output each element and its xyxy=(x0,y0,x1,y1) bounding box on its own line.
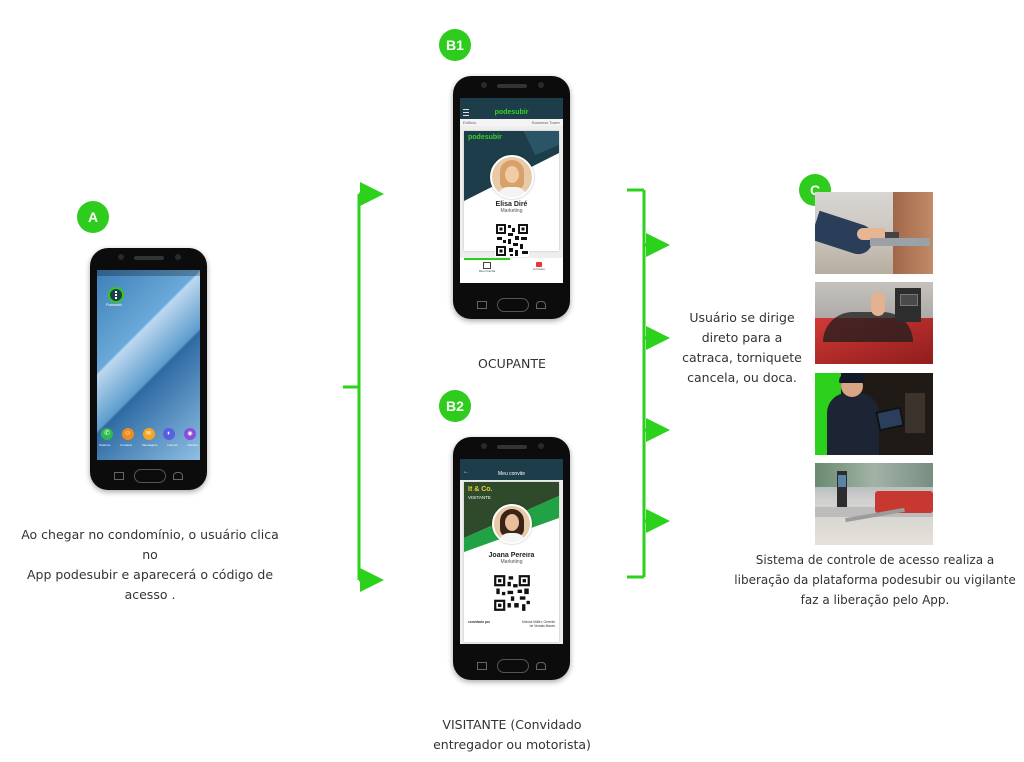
contacts-app-icon[interactable]: ☺ xyxy=(121,428,134,440)
visitor-type: VISITANTE xyxy=(468,495,491,500)
tab-invites[interactable]: Convites xyxy=(529,262,549,271)
caption-step-a: Ao chegar no condomínio, o usuário clica… xyxy=(12,525,288,605)
visitor-avatar xyxy=(491,504,532,544)
app-bar: ← Meu convite xyxy=(460,467,563,480)
building-name: Business Tower xyxy=(532,120,560,125)
caption-line: liberação da plataforma podesubir ou vig… xyxy=(734,573,1016,587)
app-brand: podesubir xyxy=(494,109,529,116)
home-button[interactable] xyxy=(496,298,529,312)
internet-app-icon[interactable]: ◐ xyxy=(163,428,176,440)
card-header: podesubir xyxy=(464,131,559,209)
dock-label: Internet xyxy=(167,443,178,447)
menu-icon[interactable] xyxy=(463,109,469,116)
dock-label: Telefone xyxy=(99,443,111,447)
invited-by-row: convidado por Mônica Müller, Gerente de … xyxy=(468,620,555,628)
caption-line: Ao chegar no condomínio, o usuário clica… xyxy=(21,527,279,562)
caption-line: cancela, ou doca. xyxy=(687,370,797,385)
phone-b1-occupant-badge: podesubir Edifício Business Tower podesu… xyxy=(453,76,570,319)
caption-line: direto para a xyxy=(701,330,783,345)
occupant-name: Elisa Diré xyxy=(495,201,528,208)
card-brand: podesubir xyxy=(468,134,502,141)
dock-label: Contatos xyxy=(120,443,133,447)
bracket-a-to-b xyxy=(343,182,384,592)
qr-code xyxy=(494,223,529,257)
occupant-badge-card: podesubir Elisa Diré Marketing xyxy=(464,131,559,257)
caption-access-control: Sistema de controle de acesso realiza a … xyxy=(728,550,1022,610)
caption-line: Usuário se dirige xyxy=(689,310,795,325)
caption-line: faz a liberação pelo App. xyxy=(800,593,950,607)
visitor-invite-card: It & Co. VISITANTE Joana Pereira Marketi… xyxy=(464,482,559,642)
badge-a: A xyxy=(77,201,109,233)
building-label: Edifício xyxy=(463,120,477,125)
caption-line: Sistema de controle de acesso realiza a xyxy=(755,553,995,567)
home-button[interactable] xyxy=(496,659,529,673)
photo-turnstile-hand-scan xyxy=(815,192,933,274)
building-bar: Edifício Business Tower xyxy=(460,119,563,126)
dock-label: Câmera xyxy=(187,443,198,447)
phone-app-icon[interactable]: ✆ xyxy=(101,428,113,440)
company-name: It & Co. xyxy=(468,486,493,493)
badge-b2: B2 xyxy=(439,390,471,422)
caption-line: VISITANTE (Convidado xyxy=(442,717,582,732)
visitor-role: Marketing xyxy=(500,559,523,565)
caption-line: entregador ou motorista) xyxy=(433,737,591,752)
tab-my-badge[interactable]: Meu Crachá xyxy=(474,262,500,273)
caption-line: acesso . xyxy=(124,587,176,602)
invites-tab-icon xyxy=(536,262,542,267)
card-header: It & Co. VISITANTE xyxy=(464,482,559,552)
bracket-b-to-c xyxy=(627,188,670,579)
bottom-tabs: Meu Crachá Convites xyxy=(460,258,563,283)
invited-by-label: convidado por xyxy=(468,620,490,624)
occupant-role: Marketing xyxy=(500,208,523,214)
camera-app-icon[interactable]: ◉ xyxy=(184,428,196,440)
tab-my-badge-label: Meu Crachá xyxy=(478,269,496,273)
visitor-name: Joana Pereira xyxy=(488,552,535,559)
phone-b2-visitor-invite: ← Meu convite It & Co. VISITANTE Joana P… xyxy=(453,437,570,680)
podesubir-app-label: Podesubir xyxy=(106,303,122,307)
dock: ✆ ☺ ✉ ◐ ◉ xyxy=(101,428,196,440)
dock-label: Mensagens xyxy=(141,443,158,447)
qr-code xyxy=(492,574,531,612)
back-arrow-icon[interactable]: ← xyxy=(463,469,469,475)
caption-line: catraca, torniquete xyxy=(682,350,802,365)
caption-line: App podesubir e aparecerá o código de xyxy=(26,567,274,582)
messages-app-icon[interactable]: ✉ xyxy=(142,428,155,440)
invited-by-value: Mônica Müller, Gerente de Vendas Maxes xyxy=(522,620,555,628)
tab-invites-label: Convites xyxy=(533,267,545,271)
caption-occupant: OCUPANTE xyxy=(478,356,546,371)
podesubir-app-icon[interactable] xyxy=(108,287,124,303)
photo-office-turnstiles xyxy=(815,463,933,545)
home-button[interactable] xyxy=(133,469,166,483)
photo-car-gate-reader xyxy=(815,282,933,364)
app-bar: podesubir xyxy=(460,106,563,119)
caption-user-goes-to-gate: Usuário se dirige direto para a catraca,… xyxy=(674,308,810,388)
badge-tab-icon xyxy=(483,262,491,269)
occupant-avatar xyxy=(489,155,534,199)
dock-labels: Telefone Contatos Mensagens Internet Câm… xyxy=(99,443,198,447)
caption-visitor: VISITANTE (Convidado entregador ou motor… xyxy=(420,715,604,755)
badge-b1: B1 xyxy=(439,29,471,61)
photo-security-guard-tablet xyxy=(815,373,933,455)
appbar-title: Meu convite xyxy=(498,470,525,477)
phone-a-home-screen: Podesubir ✆ ☺ ✉ ◐ ◉ Telefone Contatos Me… xyxy=(90,248,207,490)
